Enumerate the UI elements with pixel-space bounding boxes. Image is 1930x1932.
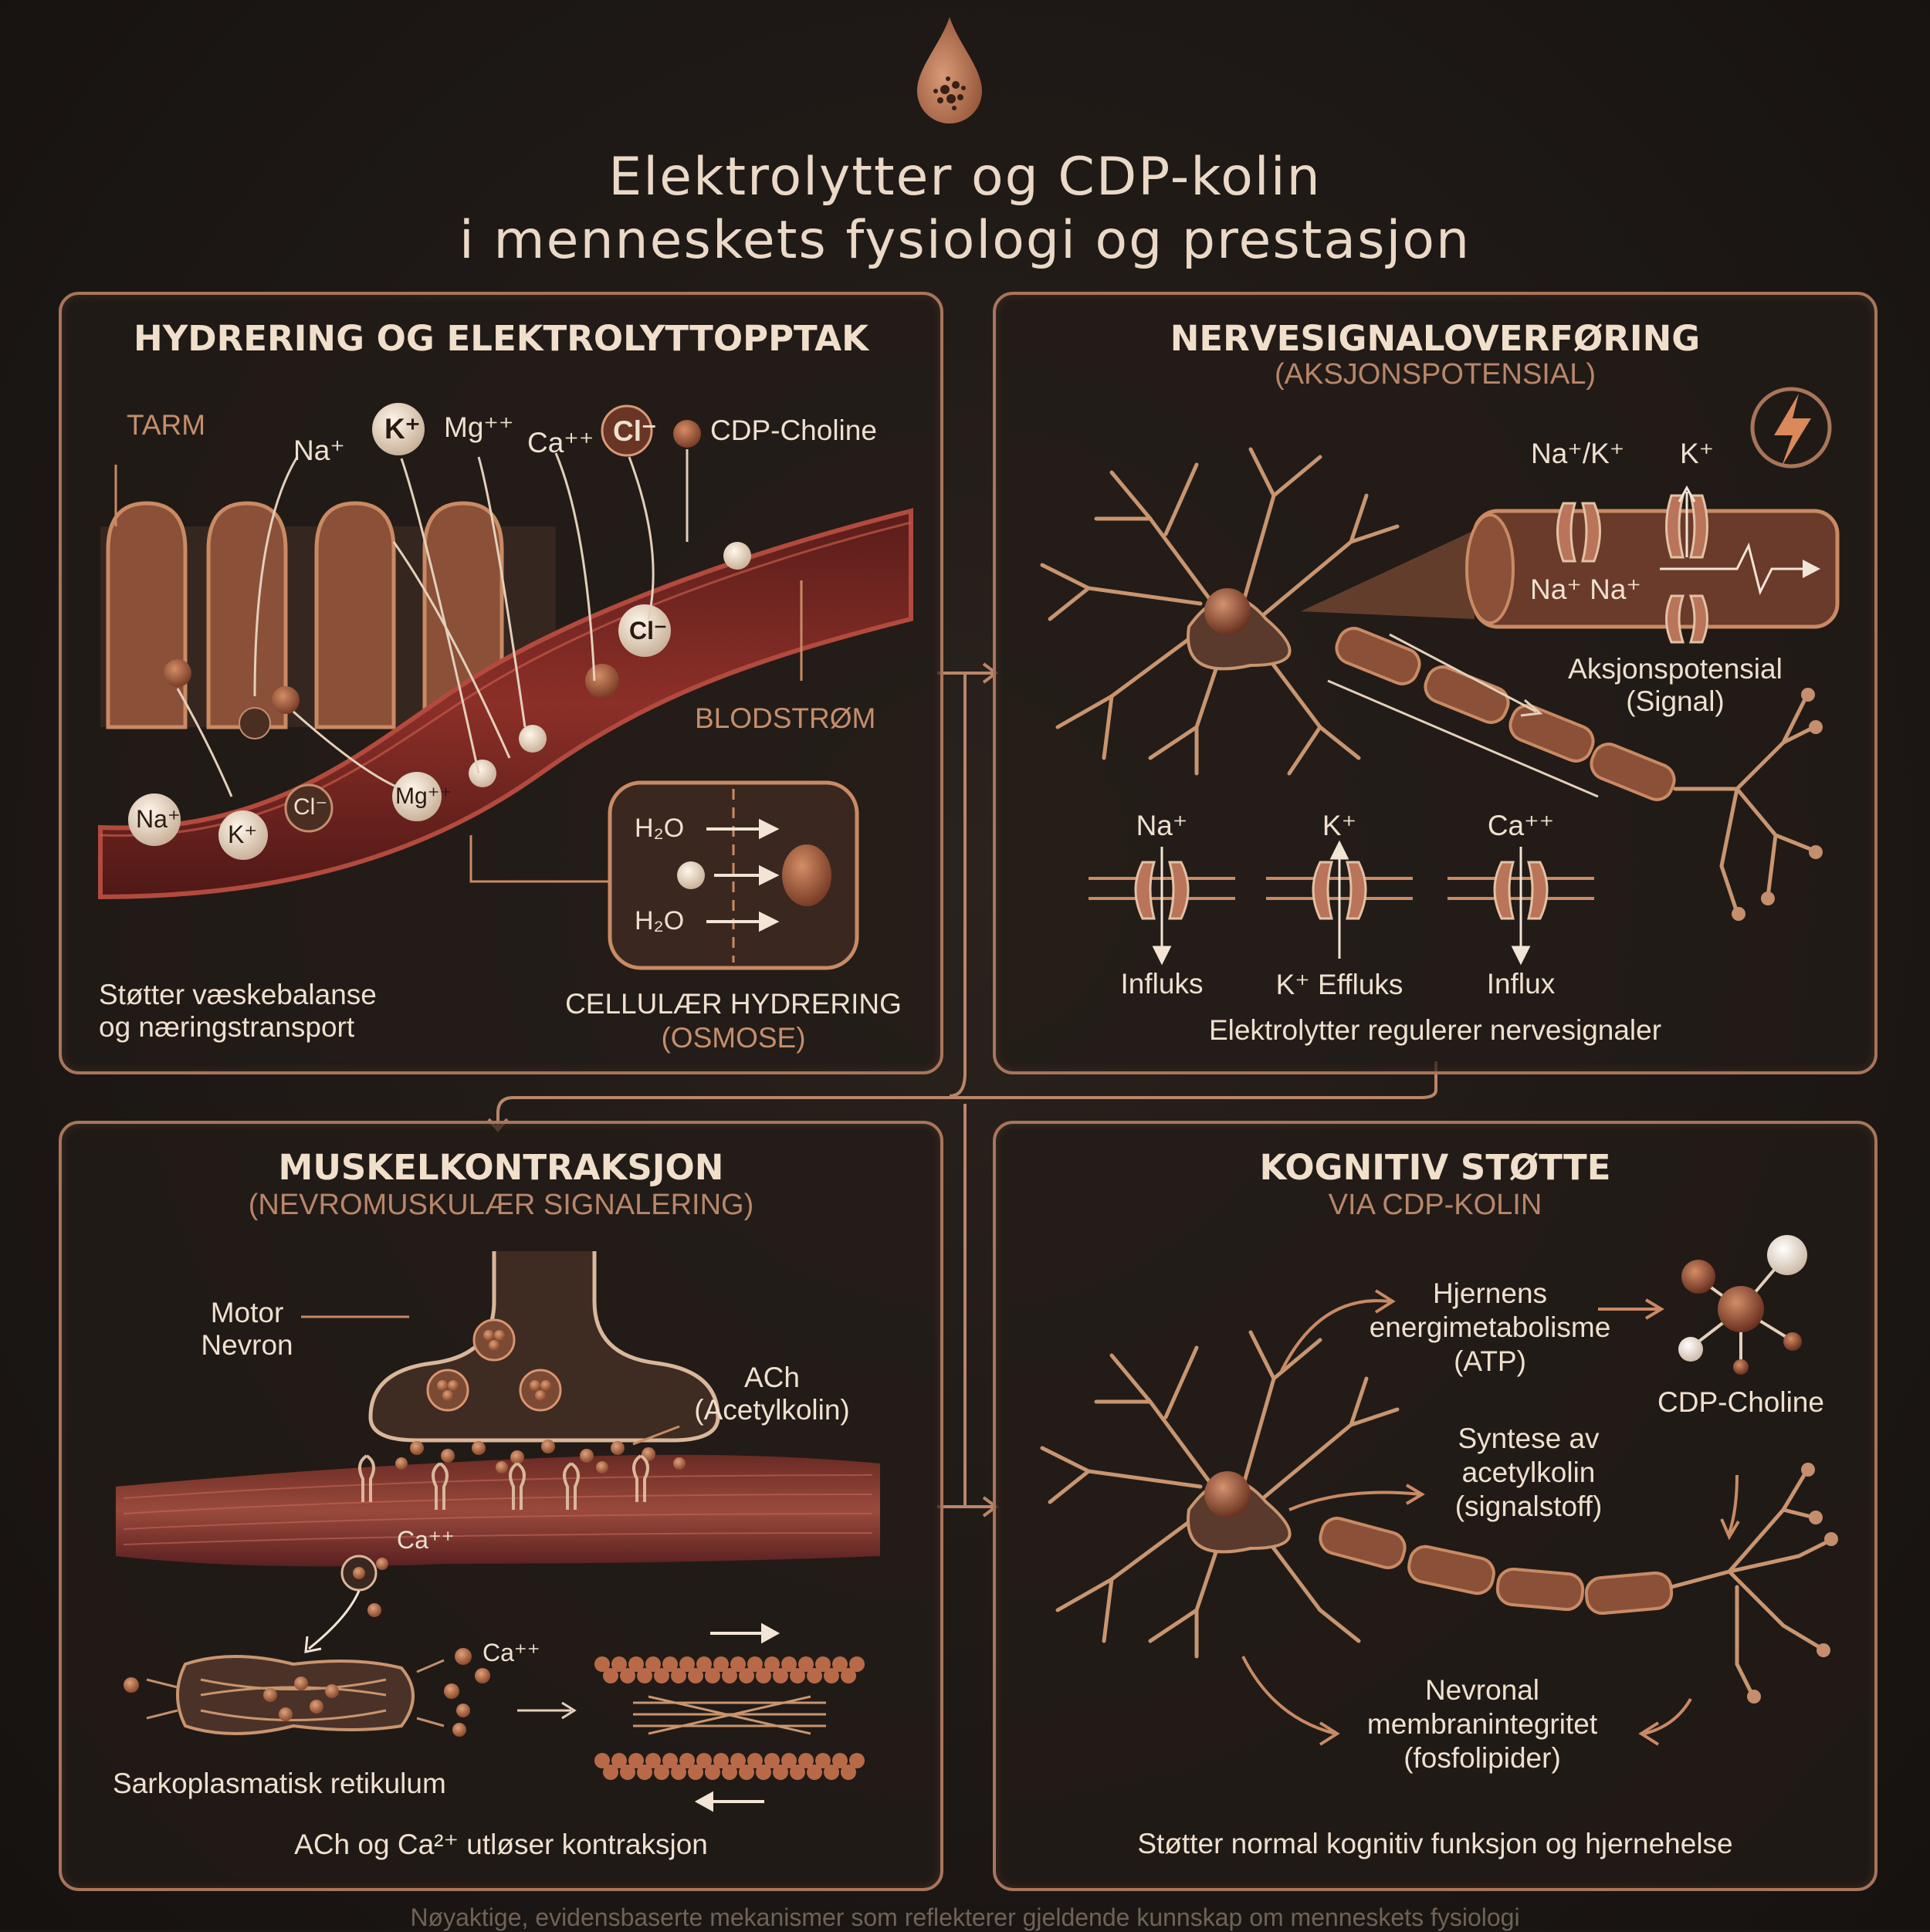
motor-neuron-terminal xyxy=(368,1251,720,1443)
panel-nerve-subtitle: (AKSJONSPOTENSIAL) xyxy=(1275,358,1596,391)
droplet-logo-icon xyxy=(917,17,982,123)
panel-nerve-title: NERVESIGNALOVERFØRING xyxy=(1170,318,1701,359)
caption-muscle: ACh og Ca²⁺ utløser kontraksjon xyxy=(294,1829,708,1860)
channel-label-influx: Influx xyxy=(1486,968,1556,1000)
neuromuscular-diagram xyxy=(116,1251,880,1812)
panel-muscle-title: MUSKELKONTRAKSJON xyxy=(278,1147,724,1188)
label-na-vessel: Na⁺ xyxy=(136,805,181,833)
label-ach-synthesis: Syntese av acetylkolin (signalstoff) xyxy=(1454,1423,1603,1522)
panel-muscle: MUSKELKONTRAKSJON (NEVROMUSKULÆR SIGNALE… xyxy=(59,1121,943,1891)
k-ion xyxy=(218,810,268,860)
label-cl-vessel: Cl⁻ xyxy=(293,794,328,820)
caption-nerve: Elektrolytter regulerer nervesignaler xyxy=(1208,1014,1662,1046)
panel-cognitive-subtitle: VIA CDP-KOLIN xyxy=(1328,1189,1542,1221)
sarcomere xyxy=(594,1656,865,1780)
neuron-soma xyxy=(1204,588,1251,634)
label-h2o-2: H₂O xyxy=(635,906,685,936)
label-mg: Mg⁺⁺ xyxy=(444,411,514,443)
label-osmosis-title: CELLULÆR HYDRERING xyxy=(565,988,902,1020)
channel-label-efflux: K⁺ Effluks xyxy=(1275,969,1403,1000)
label-sarcoplasmic-reticulum: Sarkoplasmatisk retikulum xyxy=(113,1768,446,1799)
label-k-vessel: K⁺ xyxy=(228,821,258,848)
label-cdp-choline: CDP-Choline xyxy=(710,414,877,446)
panel-muscle-subtitle: (NEVROMUSKULÆR SIGNALERING) xyxy=(248,1189,754,1221)
label-ach: ACh (Acetylkolin) xyxy=(694,1362,850,1426)
cl-ion-badge xyxy=(601,404,653,457)
villus xyxy=(206,501,288,729)
label-h2o-1: H₂O xyxy=(635,814,685,843)
caption-cognitive: Støtter normal kognitiv funksjon og hjer… xyxy=(1137,1828,1733,1859)
cdp-choline-badge xyxy=(673,420,701,448)
label-cl-flow: Cl⁻ xyxy=(629,617,667,645)
lightning-icon xyxy=(1750,387,1832,469)
label-blodstrom: BLODSTRØM xyxy=(695,702,876,734)
label-motor-neuron: Motor Nevron xyxy=(201,1297,293,1361)
panel-cognitive-title: KOGNITIV STØTTE xyxy=(1259,1147,1611,1188)
label-k: K⁺ xyxy=(384,413,421,445)
label-osmosis-sub: (OSMOSE) xyxy=(661,1022,806,1054)
label-cdp-choline: CDP-Choline xyxy=(1657,1386,1824,1418)
mg-ion xyxy=(392,772,442,821)
label-pump: Na⁺/K⁺ xyxy=(1531,438,1625,469)
panel-nerve: NERVESIGNALOVERFØRING (AKSJONSPOTENSIAL) xyxy=(993,292,1878,1074)
panel-hydration: HYDRERING OG ELEKTROLYTTOPPTAK xyxy=(59,292,943,1074)
channel-label-influks: Influks xyxy=(1120,968,1204,1000)
label-tarm: TARM xyxy=(127,409,206,441)
channel-ion-ca: Ca⁺⁺ xyxy=(1487,810,1555,841)
label-ca-sr: Ca⁺⁺ xyxy=(482,1639,540,1666)
label-na-na: Na⁺ Na⁺ xyxy=(1530,574,1641,605)
label-k-channel: K⁺ xyxy=(1680,438,1715,469)
label-ca-release: Ca⁺⁺ xyxy=(397,1526,455,1554)
label-membrane-integrity: Nevronal membranintegritet (fosfolipider… xyxy=(1366,1674,1598,1774)
cdp-choline-molecule-icon xyxy=(1678,1235,1807,1375)
label-action-potential: Aksjonspotensial (Signal) xyxy=(1568,653,1783,717)
page-title-line1: Elektrolytter og CDP-kolin xyxy=(608,147,1322,208)
channel-ion-na: Na⁺ xyxy=(1136,810,1188,841)
villus xyxy=(106,501,188,729)
label-brain-energy: Hjernens energimetabolisme (ATP) xyxy=(1369,1277,1611,1377)
intestine-blood-diagram xyxy=(98,403,913,970)
na-ion xyxy=(128,793,181,846)
label-na: Na⁺ xyxy=(293,435,345,466)
label-cl-badge: Cl⁻ xyxy=(613,415,657,447)
channel-ion-k: K⁺ xyxy=(1322,810,1357,841)
neuron-diagram xyxy=(1040,387,1840,966)
sarcoplasmic-reticulum xyxy=(176,1655,415,1735)
page-title-line2: i menneskets fysiologi og prestasjon xyxy=(459,210,1471,271)
caption-hydration: Støtter væskebalanse og næringstransport xyxy=(99,979,377,1043)
cl-ion-vessel xyxy=(618,604,671,657)
footer-note: Nøyaktige, evidensbaserte mekanismer som… xyxy=(410,1903,1520,1931)
villus xyxy=(314,501,396,729)
cl-ion xyxy=(284,783,334,833)
label-mg-vessel: Mg⁺⁺ xyxy=(395,783,452,809)
panel-cognitive: KOGNITIV STØTTE VIA CDP-KOLIN xyxy=(993,1121,1878,1891)
panel-hydration-title: HYDRERING OG ELEKTROLYTTOPPTAK xyxy=(134,318,868,359)
label-ca: Ca⁺⁺ xyxy=(527,427,594,458)
k-ion-badge xyxy=(372,403,425,455)
neuron-soma xyxy=(1204,1471,1251,1518)
cognitive-neuron-diagram xyxy=(1040,1235,1838,1746)
